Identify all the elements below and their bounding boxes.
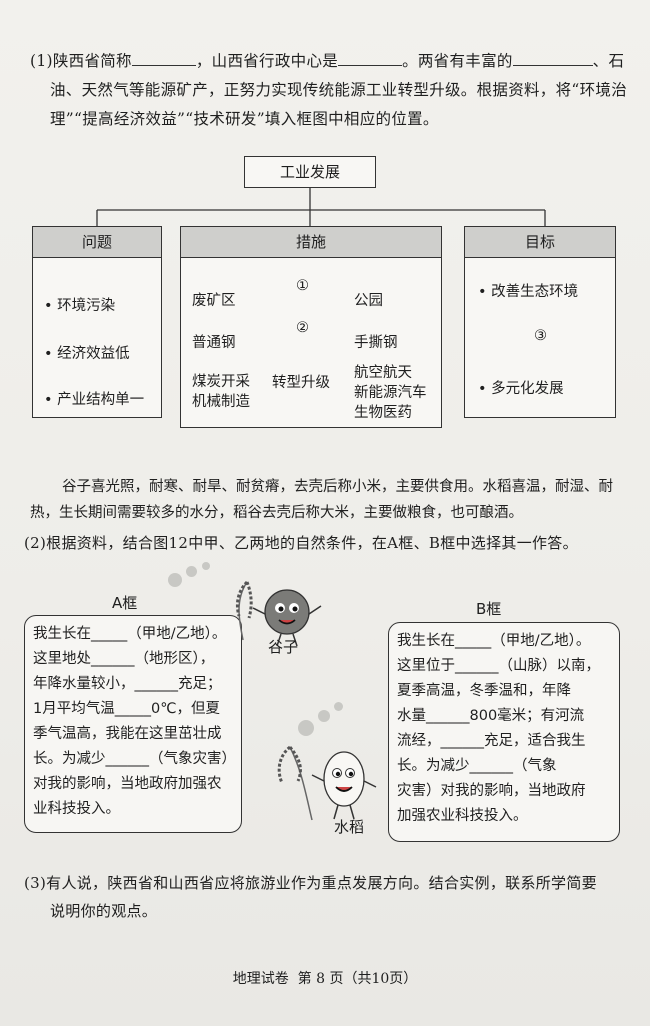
- measure-header: 措施: [181, 227, 441, 258]
- frame-a-line: 对我的影响，当地政府加强农: [33, 776, 222, 792]
- thought-dot: [202, 562, 210, 570]
- measure-row1-mid: ①: [296, 278, 309, 294]
- measure-row1-right: 公园: [354, 293, 383, 309]
- thought-dot: [168, 573, 182, 587]
- rice-label: 水稻: [334, 818, 365, 836]
- goal-item-3: • 多元化发展: [478, 381, 564, 397]
- thought-dot: [298, 720, 314, 736]
- goal-item-2: ③: [534, 328, 547, 344]
- frame-a-line: 季气温高，我能在这里茁壮成: [33, 726, 222, 742]
- millet-cartoon-icon: [235, 580, 322, 647]
- page-footer: 地理试卷 第 8 页（共10页）: [232, 971, 418, 987]
- q1-line3: 理”“提高经济效益”“技术研发”填入框图中相应的位置。: [50, 110, 439, 128]
- frame-a-title: A框: [112, 594, 138, 612]
- problem-item-2: • 经济效益低: [44, 346, 130, 362]
- measure-row2-left: 普通钢: [192, 335, 236, 351]
- measure-row1-left: 废矿区: [192, 293, 236, 309]
- rice-cartoon-icon: [277, 745, 377, 821]
- frame-b-title: B框: [476, 600, 502, 618]
- q1-line2: 油、天然气等能源矿产，正努力实现传统能源工业转型升级。根据资料，将“环境治: [50, 81, 628, 99]
- measure-row3-right: 航空航天 新能源汽车 生物医药: [354, 365, 427, 421]
- measure-row2-right: 手撕钢: [354, 335, 398, 351]
- frame-b-line: 水量______800毫米；有河流: [397, 708, 585, 724]
- q1-line1: (1)陕西省简称，山西省行政中心是。两省有丰富的、石: [30, 48, 630, 75]
- millet-label: 谷子: [268, 638, 299, 656]
- thought-dot: [186, 566, 197, 577]
- frame-b-line: 这里位于______（山脉）以南，: [397, 658, 600, 674]
- frame-a-line: 业科技投入。: [33, 801, 120, 817]
- thought-dot: [318, 710, 330, 722]
- q3-line1: (3)有人说，陕西省和山西省应将旅游业作为重点发展方向。结合实例，联系所学简要: [24, 874, 597, 892]
- frame-b-line: 长。为减少______（气象: [397, 758, 557, 774]
- problem-header: 问题: [33, 227, 161, 258]
- goal-box: 目标: [464, 226, 616, 418]
- frame-a-line: 1月平均气温_____0℃，但夏: [33, 701, 220, 717]
- frame-b-line: 夏季高温，冬季温和，年降: [397, 683, 571, 699]
- crop-paragraph-line2: 热，生长期间需要较多的水分，稻谷去壳后称大米，主要做粮食，也可酿酒。: [30, 505, 523, 521]
- goal-header: 目标: [465, 227, 615, 258]
- industry-diagram: 工业发展 问题 • 环境污染 • 经济效益低 • 产业结构单一 措施 废矿区 ①…: [30, 150, 620, 440]
- measure-box: 措施: [180, 226, 442, 428]
- q2-text: (2)根据资料，结合图12中甲、乙两地的自然条件，在A框、B框中选择其一作答。: [24, 534, 578, 552]
- frame-a: 我生长在_____（甲地/乙地）。 这里地处______（地形区）， 年降水量较…: [24, 615, 242, 833]
- measure-row3-mid: 转型升级: [272, 375, 330, 391]
- frame-b-line: 流经，______充足，适合我生: [397, 733, 586, 749]
- q3-line2: 说明你的观点。: [50, 902, 158, 920]
- root-box: 工业发展: [244, 156, 376, 188]
- frame-a-line: 年降水量较小，______充足；: [33, 676, 222, 692]
- frame-a-line: 长。为减少______（气象灾害）: [33, 751, 236, 767]
- measure-row2-mid: ②: [296, 320, 309, 336]
- frame-b-line: 灾害）对我的影响，当地政府: [397, 783, 586, 799]
- measure-row3-left: 煤炭开采 机械制造: [192, 374, 250, 410]
- problem-item-1: • 环境污染: [44, 298, 116, 314]
- frame-b-line: 加强农业科技投入。: [397, 808, 528, 824]
- thought-dot: [334, 702, 343, 711]
- frame-b: 我生长在_____（甲地/乙地）。 这里位于______（山脉）以南， 夏季高温…: [388, 622, 620, 842]
- problem-box: 问题: [32, 226, 162, 418]
- frame-a-line: 这里地处______（地形区），: [33, 651, 215, 667]
- frame-b-line: 我生长在_____（甲地/乙地）。: [397, 633, 591, 649]
- goal-item-1: • 改善生态环境: [478, 284, 579, 300]
- frame-a-line: 我生长在_____（甲地/乙地）。: [33, 626, 227, 642]
- problem-item-3: • 产业结构单一: [44, 392, 145, 408]
- crop-paragraph-line1: 谷子喜光照，耐寒、耐旱、耐贫瘠，去壳后称小米，主要供食用。水稻喜温，耐湿、耐: [62, 479, 613, 495]
